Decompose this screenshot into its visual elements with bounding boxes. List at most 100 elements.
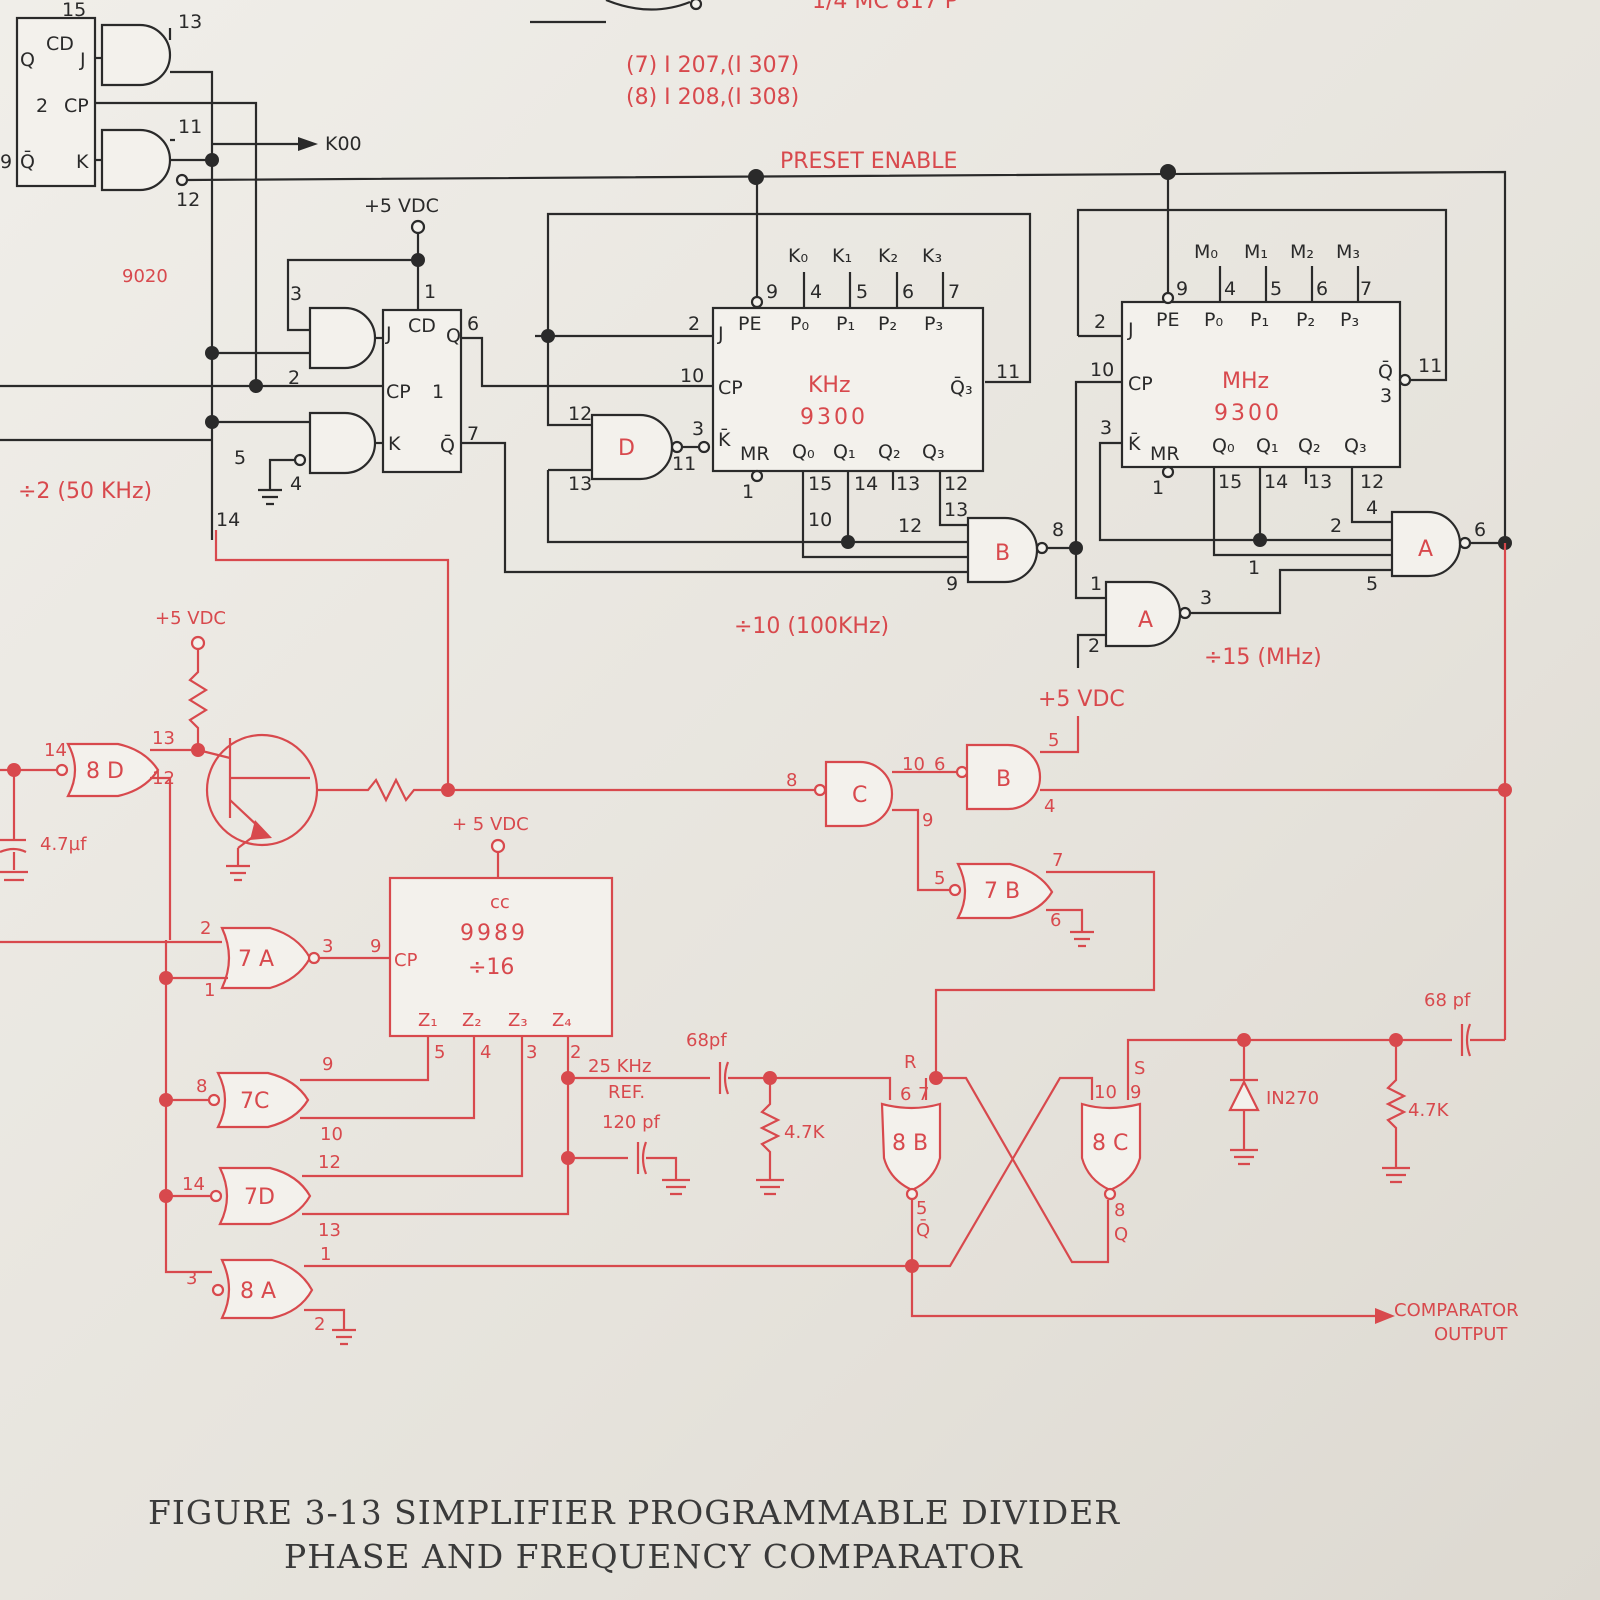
svg-text:P₂: P₂ [878,313,897,335]
svg-text:J: J [385,323,392,345]
svg-text:7: 7 [1052,850,1063,871]
and-gate-mid-k [308,411,377,475]
svg-text:11: 11 [1418,355,1442,377]
ripple-div: ÷16 [468,955,514,980]
svg-text:10: 10 [902,754,925,775]
svg-text:K̄: K̄ [1128,431,1141,455]
svg-text:5: 5 [916,1198,927,1219]
svg-text:CD: CD [46,33,74,55]
svg-text:12: 12 [944,473,968,495]
svg-text:4: 4 [810,281,822,303]
div10-label: ÷10 (100KHz) [734,614,889,639]
svg-text:K₀: K₀ [788,245,808,267]
svg-text:PE: PE [738,313,761,335]
svg-text:10: 10 [808,509,832,531]
svg-text:2: 2 [688,313,700,335]
svg-text:9: 9 [322,1054,333,1075]
svg-text:13: 13 [152,728,175,749]
svg-text:2: 2 [36,95,48,117]
svg-text:9: 9 [946,573,958,595]
svg-text:K₂: K₂ [878,245,898,267]
gate-8a-label: 8 A [240,1279,276,1304]
svg-text:8: 8 [1052,519,1064,541]
khz-name: KHz [808,373,851,398]
svg-text:8: 8 [196,1076,207,1097]
svg-text:R: R [904,1052,917,1073]
nand-gate-c [824,760,894,828]
svg-text:CP: CP [394,950,418,971]
svg-text:Q̄: Q̄ [20,149,35,173]
svg-text:Q₁: Q₁ [833,441,856,463]
svg-text:Z₄: Z₄ [552,1010,572,1031]
ripple-counter-9989 [388,876,614,1038]
vdc-label-right: +5 VDC [1038,687,1125,712]
mhz-part: 9300 [1214,401,1282,426]
chip-note: 1/4 MC 817 P [812,0,958,14]
svg-text:M₁: M₁ [1244,241,1268,263]
svg-text:2: 2 [288,367,300,389]
svg-text:7: 7 [948,281,960,303]
svg-text:P₁: P₁ [1250,309,1269,331]
svg-text:6: 6 [900,1084,911,1105]
figure-caption-line2: PHASE AND FREQUENCY COMPARATOR [284,1537,1023,1576]
svg-text:Q̄: Q̄ [1378,359,1393,383]
svg-text:9: 9 [1130,1082,1141,1103]
figure-caption-line1: FIGURE 3-13 SIMPLIFIER PROGRAMMABLE DIVI… [148,1493,1120,1532]
svg-text:8: 8 [1114,1200,1125,1221]
gate-7b-label: 7 B [984,879,1020,904]
ff-9020-label: 9020 [122,266,168,287]
nand-gate-a-right [1390,510,1462,578]
vdc-label-top: +5 VDC [364,195,439,217]
svg-text:3: 3 [692,418,704,440]
svg-text:4: 4 [1044,796,1055,817]
svg-text:5: 5 [1270,278,1282,300]
nor-gate-7c [216,1071,310,1129]
svg-text:1: 1 [1248,557,1260,579]
svg-text:3: 3 [290,283,302,305]
svg-text:11: 11 [672,453,696,475]
svg-text:CD: CD [408,315,436,337]
svg-text:13: 13 [1308,471,1332,493]
svg-text:2: 2 [314,1314,325,1335]
nand-gate-a-lower [1104,580,1182,648]
svg-text:5: 5 [434,1042,445,1063]
cap-47uf: 4.7µf [40,834,87,855]
svg-text:3: 3 [1380,385,1392,407]
svg-text:3: 3 [1200,587,1212,609]
nor-gate-8c [1080,1102,1142,1192]
svg-text:1: 1 [320,1244,331,1265]
svg-text:3: 3 [186,1268,197,1289]
gate-7a-label: 7 A [238,947,274,972]
svg-text:M₀: M₀ [1194,241,1218,263]
svg-text:9: 9 [922,810,933,831]
svg-text:2: 2 [570,1042,581,1063]
res-47k-a: 4.7K [784,1122,826,1143]
cap-68pf-a: 68pf [686,1030,727,1051]
svg-text:K: K [388,433,401,455]
svg-text:P₁: P₁ [836,313,855,335]
ripple-cc: cc [490,892,510,913]
svg-text:7: 7 [918,1084,929,1105]
svg-text:10: 10 [1094,1082,1117,1103]
nor-gate-8a [220,1258,314,1320]
svg-text:Q: Q [20,49,35,71]
nand-gate-b-red [965,743,1042,811]
svg-text:CP: CP [386,381,411,403]
svg-text:CP: CP [1128,373,1153,395]
svg-text:3: 3 [526,1042,537,1063]
nor-gate-7d [218,1166,312,1226]
svg-text:11: 11 [178,116,202,138]
svg-text:Q₂: Q₂ [1298,435,1321,457]
nor-gate-8b [880,1102,942,1192]
ref8: (8) I 208,(I 308) [626,85,799,110]
preset-enable-label: PRESET ENABLE [780,149,957,174]
svg-text:14: 14 [216,509,240,531]
svg-text:P₃: P₃ [1340,309,1359,331]
ripple-part: 9989 [460,921,528,946]
svg-text:13: 13 [318,1220,341,1241]
ref-word: REF. [608,1082,645,1103]
top-flipflop: Q CD J 2 CP Q̄ K 15 9 [0,0,97,188]
svg-text:P₃: P₃ [924,313,943,335]
svg-text:13: 13 [944,499,968,521]
